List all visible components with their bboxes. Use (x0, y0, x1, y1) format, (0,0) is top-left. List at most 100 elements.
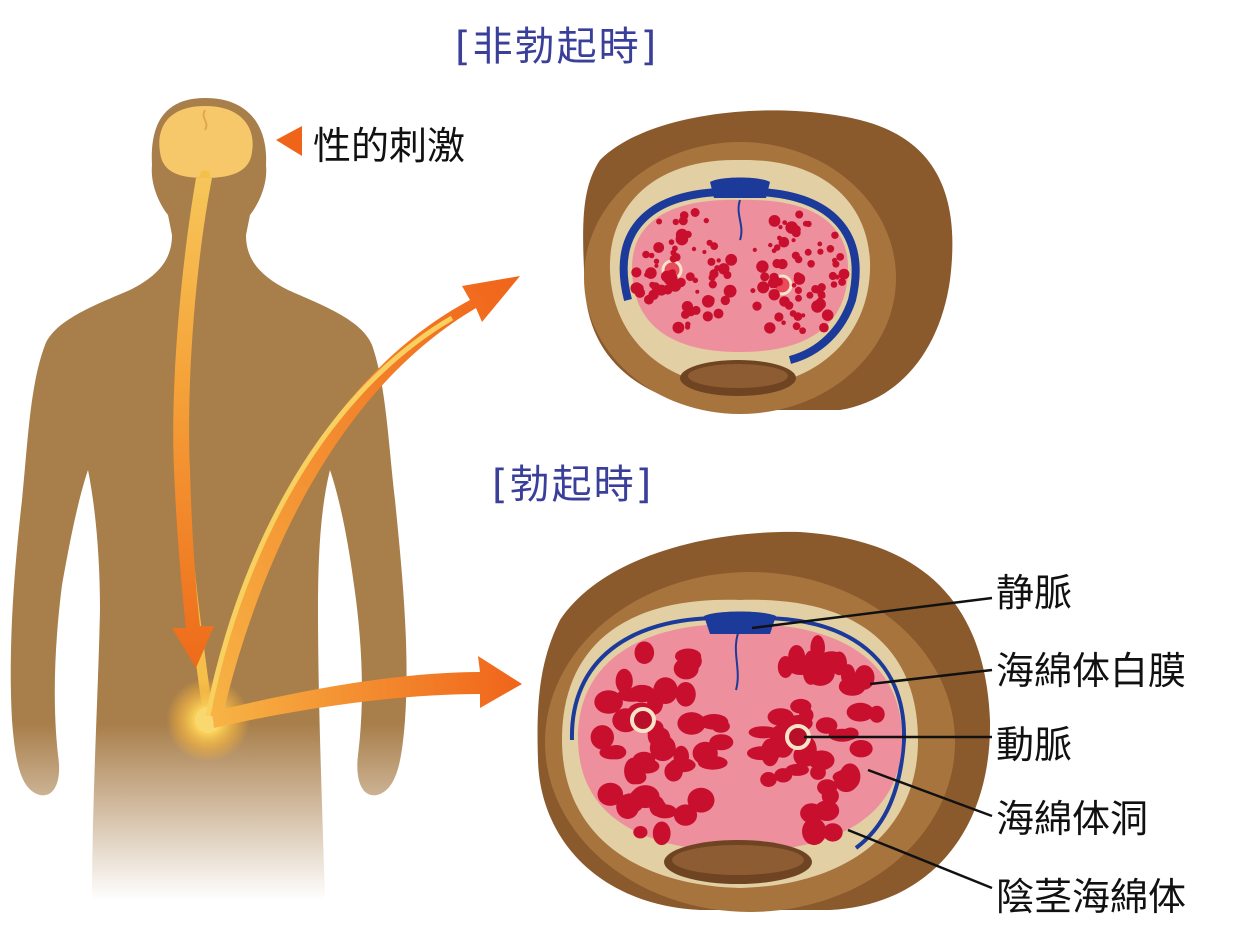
flaccid-sinus-dot (795, 210, 804, 219)
label-corpus-cavernosum: 陰茎海綿体 (996, 875, 1187, 919)
leader-line-sinus (867, 768, 993, 818)
erect-sinus-blob (652, 821, 671, 846)
flaccid-sinus-dot (692, 277, 699, 284)
title-erect: [勃起時] (492, 462, 654, 508)
flaccid-sinus-dot (782, 220, 788, 226)
erect-sinus-blob (814, 800, 840, 821)
leader-lines (751, 596, 993, 890)
erect-sinus-blob (628, 769, 647, 785)
flaccid-sinus-dot (669, 254, 678, 263)
flaccid-sinus-dot (768, 215, 781, 227)
erect-sinus-blob (774, 768, 793, 783)
flaccid-sinus-dot (634, 287, 646, 298)
flaccid-sinus-dot (817, 297, 823, 303)
flaccid-sinus-dot (811, 300, 824, 313)
flaccid-sinus-dot (784, 301, 794, 310)
flaccid-sinus-dot (801, 313, 806, 318)
erect-sinus-blob (805, 659, 835, 686)
flaccid-sinus-dot (656, 218, 663, 225)
flaccid-sinus-dot (690, 208, 700, 217)
flaccid-sinus-dot (654, 263, 659, 268)
flaccid-sinus-dot (685, 324, 691, 330)
title-flaccid: [非勃起時] (455, 24, 659, 70)
flaccid-sinus-dot (804, 248, 812, 256)
flaccid-sinus-dot (826, 245, 835, 253)
flaccid-sinus-dot (752, 301, 762, 311)
flaccid-sinus-dot (648, 289, 659, 300)
erect-sinus-blob (761, 743, 784, 759)
erect-sinus-blob (634, 641, 655, 664)
flaccid-sinus-dot (706, 296, 715, 304)
flaccid-sinus-dot (723, 298, 730, 305)
flaccid-sinus-dot (773, 244, 781, 251)
flaccid-sinus-dot (836, 253, 845, 261)
flaccid-sinus-dot (807, 260, 815, 268)
erect-sinus-blob (840, 664, 856, 686)
erect-sinus-blob (597, 782, 624, 806)
erect-sinus-blob (647, 689, 664, 715)
flaccid-sinus-dot (817, 241, 823, 247)
flaccid-sinus-dot (752, 247, 757, 252)
erect-sinus-blob (760, 772, 777, 787)
flaccid-sinus-dot (651, 282, 660, 291)
flaccid-sinus-dot (760, 272, 770, 282)
flaccid-sinus-dot (774, 312, 784, 322)
flaccid-sinus-dot (702, 249, 707, 255)
flaccid-sinus-dot (832, 257, 838, 263)
flaccid-sinus-dot (642, 250, 650, 259)
erect-sinus-blob (822, 823, 843, 842)
flaccid-sinus-dot (631, 267, 642, 278)
erect-sinus-blob (628, 789, 645, 812)
erect-sinus-blob (799, 707, 814, 723)
flaccid-sinus-dot (802, 220, 809, 227)
flaccid-sinus-dot (792, 322, 801, 331)
stimulus-pointer-icon (276, 126, 302, 156)
flaccid-sinus-dot (750, 288, 756, 294)
flaccid-sinus-dot (806, 291, 814, 299)
erect-sinus-blob (633, 826, 648, 839)
flaccid-sinus-dot (716, 258, 721, 263)
flaccid-sinus-dot (703, 217, 709, 224)
flaccid-sinus-dot (645, 267, 657, 279)
erect-sinus-blob (854, 665, 875, 690)
flaccid-sinus-dot (725, 253, 738, 266)
flaccid-sinus-dot (791, 283, 797, 288)
flaccid-sinus-dot (713, 308, 724, 319)
flaccid-sinus-dot (707, 257, 716, 266)
flaccid-sinus-dot (768, 242, 773, 248)
flaccid-sinus-dot (685, 272, 695, 281)
flaccid-sinus-dot (768, 277, 779, 289)
flaccid-sinus-dot (679, 211, 689, 220)
erect-sinus-blob (687, 787, 715, 813)
flaccid-sinus-dot (672, 218, 679, 226)
flaccid-sinus-dot (757, 281, 770, 294)
flaccid-sinus-dot (662, 284, 673, 295)
brain-shape (159, 106, 253, 178)
label-sinus: 海綿体洞 (996, 797, 1149, 841)
flaccid-sinus-dot (828, 271, 838, 281)
flaccid-sinus-dot (709, 269, 719, 279)
erect-sinus-blob (815, 717, 838, 734)
flaccid-sinus-dot (702, 311, 713, 322)
erect-sinus-blob (590, 725, 614, 750)
flaccid-sinus-dot (791, 238, 796, 243)
flaccid-sinus-dot (721, 266, 728, 272)
signal-arrow-to-erect (212, 656, 522, 728)
erect-sinus-blob (681, 650, 702, 671)
nerve-line-to-flaccid (205, 315, 454, 717)
flaccid-sinus-dot (648, 252, 655, 259)
erect-sinus-blob (804, 825, 826, 841)
erect-sinus-blobs (590, 635, 885, 846)
flaccid-sinus-dot (691, 246, 697, 252)
flaccid-sinus-dot (681, 301, 694, 313)
stimulus-label: 性的刺激 (313, 124, 466, 168)
flaccid-sinus-dot (799, 327, 806, 335)
flaccid-cross-section (583, 110, 953, 414)
flaccid-sinus-dot (793, 272, 802, 281)
erect-arteries (630, 707, 811, 750)
label-tunica: 海綿体白膜 (996, 649, 1187, 693)
flaccid-sinus-dot (675, 228, 689, 242)
erect-sinus-blob (709, 734, 734, 751)
erect-sinus-blob (869, 705, 885, 723)
